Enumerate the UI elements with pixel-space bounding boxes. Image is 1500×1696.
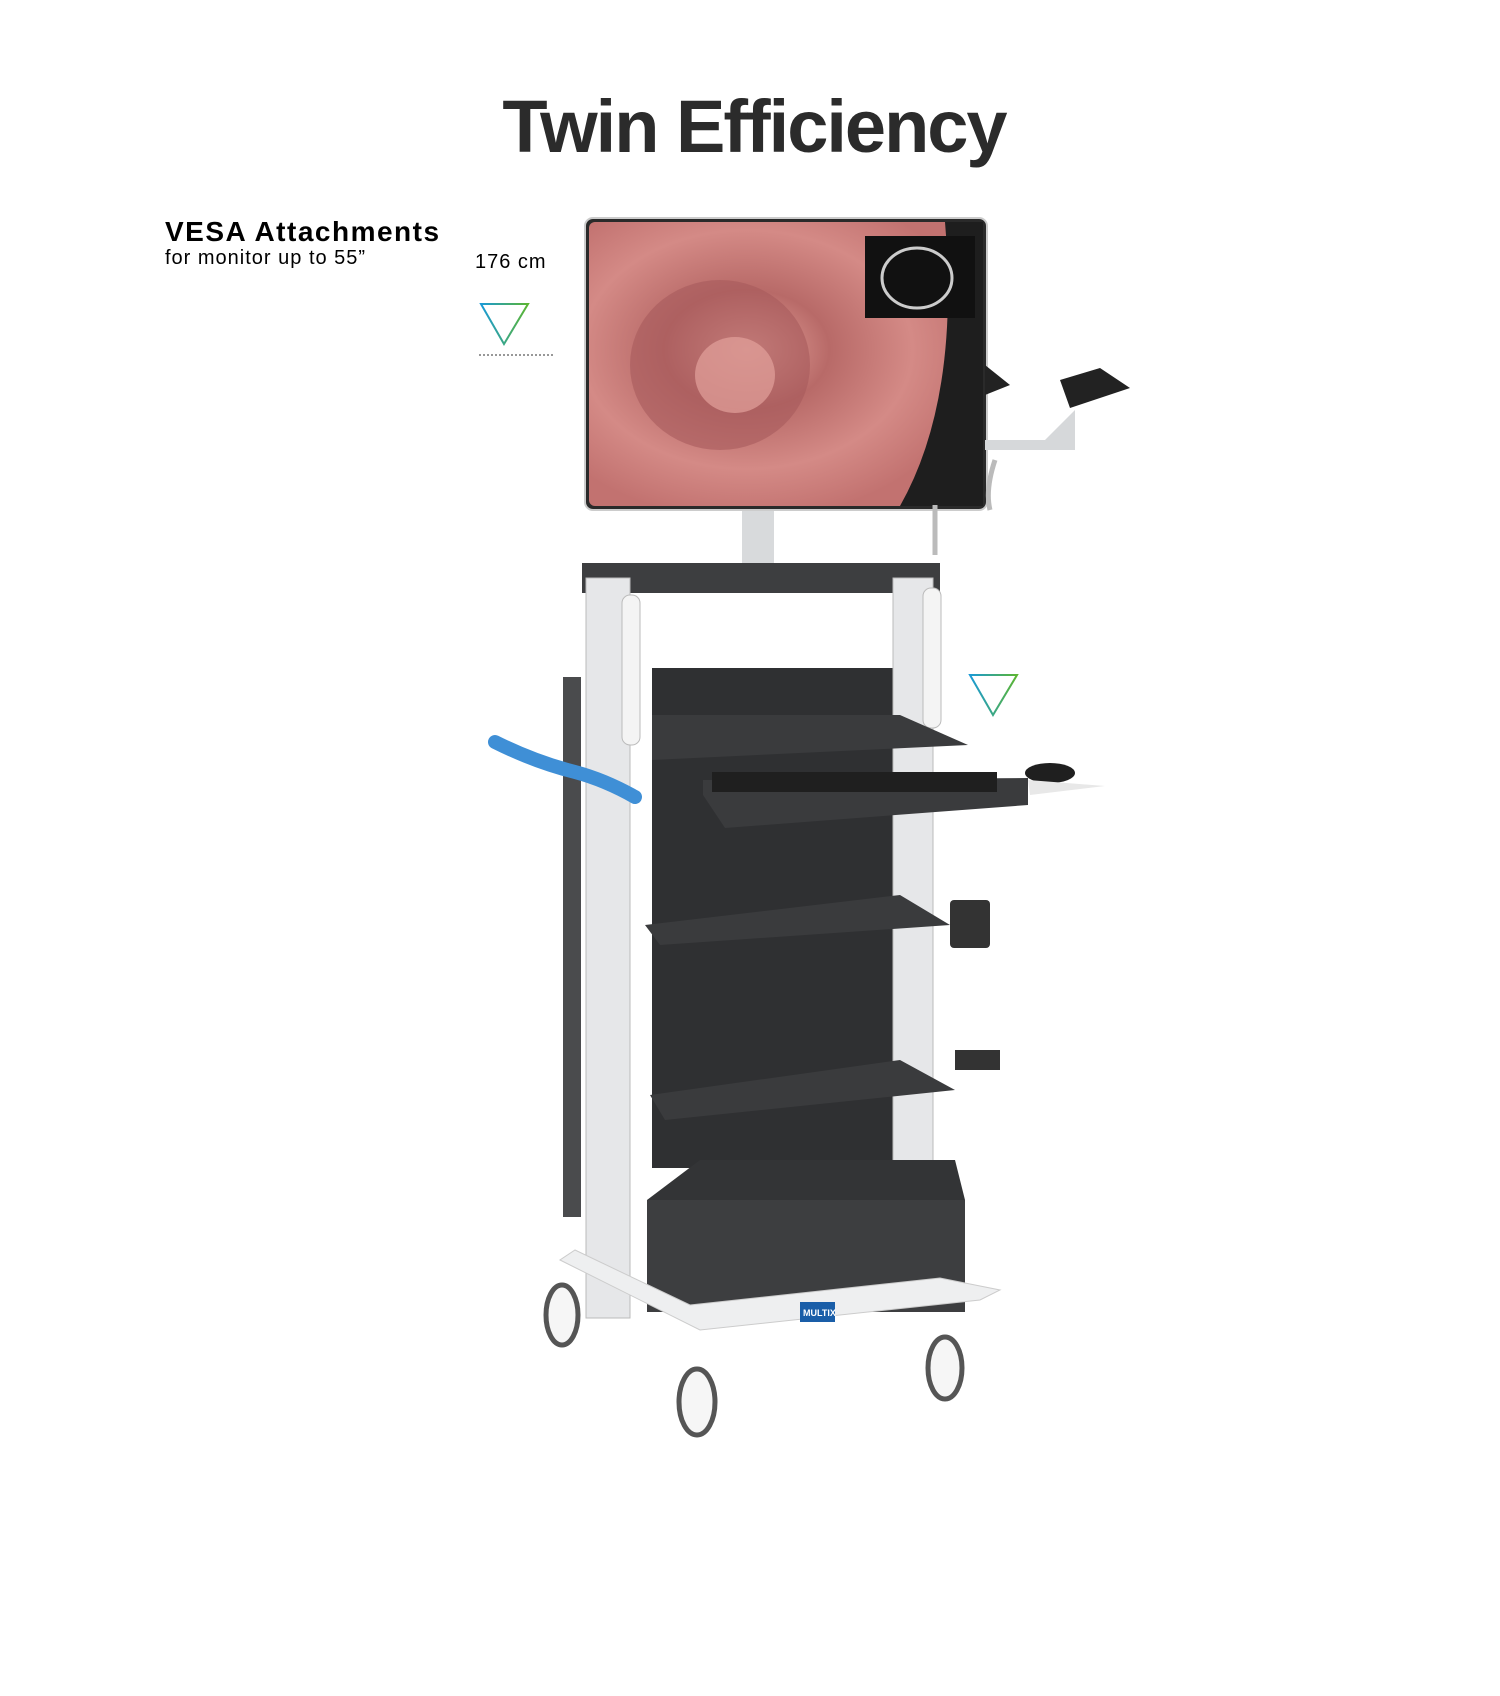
cart-base xyxy=(559,1249,1002,1331)
right-handle xyxy=(922,587,942,729)
shelf xyxy=(650,1060,955,1120)
shelf xyxy=(652,715,968,760)
top-bar xyxy=(582,563,940,593)
left-handle xyxy=(621,594,641,746)
mouse xyxy=(1025,763,1075,783)
shelf-marker-icon xyxy=(968,674,1019,717)
page-title: Twin Efficiency xyxy=(502,85,1007,168)
wheel xyxy=(543,1282,965,1438)
side-handle xyxy=(488,735,642,804)
height-marker-icon xyxy=(479,303,530,346)
keyboard xyxy=(712,772,997,792)
monitor-stand xyxy=(742,505,774,567)
brand-badge: MULTIX xyxy=(803,1308,836,1318)
vesa-heading: VESA Attachments xyxy=(165,216,441,247)
brand-badge-bg xyxy=(800,1302,835,1322)
height-label: 176 cm xyxy=(475,251,547,273)
vesa-subtitle: for monitor up to 55” xyxy=(165,247,367,269)
shelf xyxy=(645,895,950,945)
